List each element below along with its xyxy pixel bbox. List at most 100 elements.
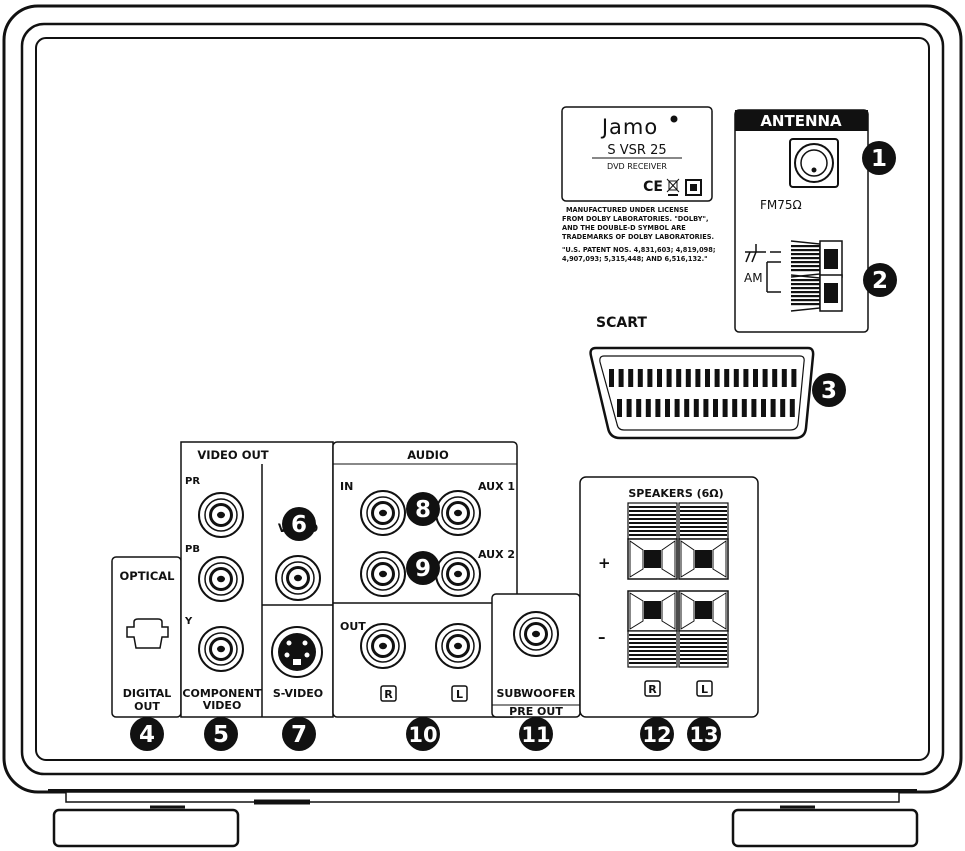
scart-pin	[770, 399, 776, 417]
speaker-l-minus-terminal[interactable]	[678, 590, 729, 668]
scart-pin	[666, 369, 672, 387]
svg-text:7: 7	[291, 722, 307, 748]
scart-pin	[772, 369, 778, 387]
pb-label: PB	[185, 544, 200, 555]
video-out-jack[interactable]	[275, 555, 321, 601]
svg-text:"U.S. PATENT NOS. 4,831,603; 4: "U.S. PATENT NOS. 4,831,603; 4,819,098;	[562, 246, 715, 254]
speaker-r-minus-terminal[interactable]	[627, 590, 678, 668]
scart-pin	[628, 369, 634, 387]
speakers-title: SPEAKERS (6Ω)	[628, 487, 723, 500]
svg-text:4,907,093; 5,315,448; AND 6,51: 4,907,093; 5,315,448; AND 6,516,132."	[562, 255, 708, 263]
audio-in-r-jack[interactable]	[360, 490, 406, 536]
am-terminal-am[interactable]	[790, 274, 843, 312]
svg-text:FROM DOLBY LABORATORIES. "DOLB: FROM DOLBY LABORATORIES. "DOLBY",	[562, 215, 708, 223]
audio-out-r-badge: R	[380, 685, 397, 702]
patent-text: "U.S. PATENT NOS. 4,831,603; 4,819,098; …	[562, 246, 715, 263]
ground-icon	[745, 244, 781, 263]
scart-connector[interactable]	[589, 346, 815, 440]
right-foot	[731, 808, 919, 848]
callout-5: 5	[204, 717, 238, 751]
ce-mark: CE	[643, 179, 663, 195]
optical-label: OPTICAL	[120, 569, 176, 583]
callout-7: 7	[282, 717, 316, 751]
pre-out-label: PRE OUT	[509, 705, 563, 718]
am-antenna-terminals[interactable]	[790, 240, 843, 312]
scart-pin	[703, 399, 709, 417]
callout-13: 13	[687, 717, 721, 751]
component-y-jack[interactable]	[198, 626, 244, 672]
fm-antenna-connector[interactable]	[789, 138, 839, 188]
svg-text:13: 13	[689, 723, 718, 747]
left-foot	[52, 808, 240, 848]
svg-text:10: 10	[408, 723, 437, 747]
scart-pin	[645, 399, 651, 417]
component-pr-jack[interactable]	[198, 492, 244, 538]
audio-out-l-jack[interactable]	[435, 623, 481, 669]
scart-pin	[674, 399, 680, 417]
scart-pin	[637, 369, 643, 387]
audio-out-r-jack[interactable]	[360, 623, 406, 669]
scart-pin	[741, 399, 747, 417]
fm-label: FM75Ω	[760, 198, 802, 212]
svg-text:L: L	[456, 688, 463, 701]
svideo-label: S-VIDEO	[273, 687, 323, 700]
scart-pin	[789, 399, 795, 417]
component-label-1: COMPONENT	[182, 687, 262, 700]
audio-out-label: OUT	[340, 620, 366, 633]
aux-l-jack[interactable]	[435, 551, 481, 597]
speakers-minus-label: –	[598, 628, 606, 646]
y-label: Y	[184, 616, 193, 627]
optical-digital-out-port[interactable]	[126, 618, 169, 649]
callout-2: 2	[863, 263, 897, 297]
antenna-header	[735, 110, 868, 131]
callout-6: 6	[282, 507, 316, 541]
component-pb-jack[interactable]	[198, 556, 244, 602]
weee-bin-icon	[666, 178, 680, 196]
subwoofer-pre-out-jack[interactable]	[513, 611, 559, 657]
svg-text:AND THE DOUBLE-D SYMBOL ARE: AND THE DOUBLE-D SYMBOL ARE	[562, 224, 686, 232]
scart-pin	[714, 369, 720, 387]
antenna-title: ANTENNA	[760, 112, 842, 130]
audio-title: AUDIO	[407, 448, 449, 462]
aux-r-jack[interactable]	[360, 551, 406, 597]
scart-pin	[722, 399, 728, 417]
digital-out-label-1: DIGITAL	[123, 687, 172, 700]
speaker-l-plus-terminal[interactable]	[678, 502, 729, 580]
audio-in-label: IN	[340, 480, 353, 493]
am-bracket	[766, 261, 781, 293]
scart-label: SCART	[596, 315, 647, 331]
aux2-label: AUX 2	[478, 548, 515, 561]
digital-out-label-2: OUT	[134, 700, 160, 713]
scart-pin	[676, 369, 682, 387]
svg-text:6: 6	[291, 512, 307, 538]
subwoofer-label: SUBWOOFER	[497, 687, 577, 700]
scart-pin	[724, 369, 730, 387]
bottom-plinth	[65, 791, 900, 803]
am-terminal-ground[interactable]	[790, 240, 843, 278]
audio-in-l-jack[interactable]	[435, 490, 481, 536]
svg-text:2: 2	[872, 268, 888, 294]
speaker-r-plus-terminal[interactable]	[627, 502, 678, 580]
callout-9: 9	[406, 551, 440, 585]
svideo-port[interactable]	[271, 626, 323, 678]
svg-text:TRADEMARKS OF DOLBY LABORATORI: TRADEMARKS OF DOLBY LABORATORIES.	[562, 233, 714, 241]
scart-pin	[780, 399, 786, 417]
callout-11: 11	[519, 717, 553, 751]
scart-pin	[618, 369, 624, 387]
scart-pin	[665, 399, 670, 417]
scart-pin	[684, 399, 690, 417]
scart-pin	[791, 369, 797, 387]
aux1-label: AUX 1	[478, 480, 515, 493]
callout-4: 4	[130, 717, 164, 751]
scart-pin	[693, 399, 699, 417]
scart-pin	[655, 399, 661, 417]
svg-text:12: 12	[642, 723, 671, 747]
model-number: S VSR 25	[607, 143, 666, 158]
rating-plate	[561, 106, 713, 202]
component-label-2: VIDEO	[203, 699, 242, 712]
scart-pin	[733, 369, 739, 387]
svg-text:MANUFACTURED UNDER LICENSE: MANUFACTURED UNDER LICENSE	[566, 206, 689, 214]
scart-pin	[761, 399, 766, 417]
double-insulation-icon	[685, 179, 702, 196]
